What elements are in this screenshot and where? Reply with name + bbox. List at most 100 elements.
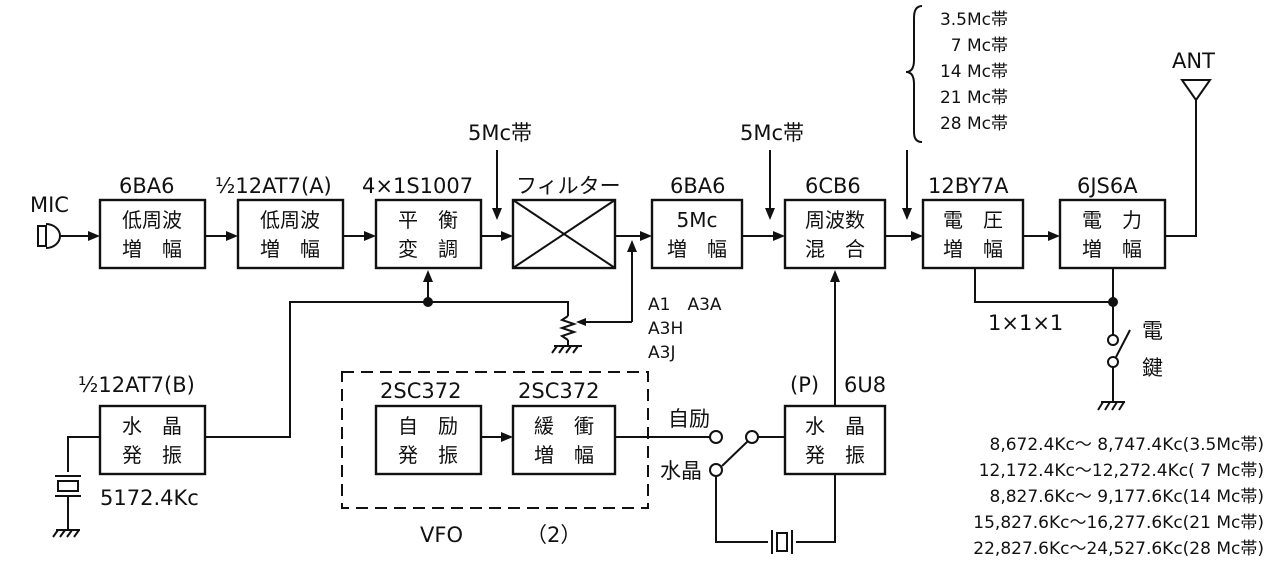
- stage-label: 増 幅: [260, 237, 320, 261]
- driver-block: [921, 198, 1025, 270]
- stage-label: 低周波: [260, 208, 320, 232]
- arrow: [911, 231, 923, 241]
- stage-tube-label: 12BY7A: [928, 174, 1009, 198]
- mode-label: A1 A3A: [648, 295, 722, 315]
- ground-icon: [1097, 401, 1125, 411]
- switch-icon: [721, 440, 749, 467]
- final-amp-block: [1058, 198, 1167, 270]
- vfo-label: VFO: [420, 523, 463, 547]
- carrier-osc-block: [98, 404, 207, 476]
- mode-label: A3J: [648, 343, 675, 363]
- stage-label: 5Mc: [677, 208, 718, 232]
- key-label: 鍵: [1142, 356, 1163, 380]
- switch-label-self: 自励: [668, 407, 710, 431]
- stage-label: 増 幅: [1082, 237, 1142, 261]
- stage-label: 発 振: [398, 443, 458, 467]
- crystal-osc-block: [783, 404, 887, 476]
- stage-label: 水 晶: [805, 414, 865, 438]
- band-item: 7 Mc帯: [951, 36, 1008, 56]
- figure-number: （2）: [526, 523, 581, 547]
- arrow: [640, 231, 652, 241]
- band-item: 14 Mc帯: [940, 62, 1008, 82]
- balanced-modulator-block: [374, 198, 483, 270]
- crystal-icon: [771, 530, 793, 554]
- arrow: [226, 231, 238, 241]
- key-icon: [1115, 329, 1131, 358]
- arrow: [492, 208, 502, 220]
- wire: [715, 476, 768, 543]
- stage-label: 周波数: [805, 208, 865, 232]
- band-item: 28 Mc帯: [940, 114, 1008, 134]
- key-label: 電: [1142, 319, 1163, 343]
- frequency-row: 8,672.4Kc～ 8,747.4Kc(3.5Mc帯): [990, 435, 1264, 455]
- af-amp-2-block: [236, 198, 345, 270]
- arrow: [423, 270, 433, 282]
- wire: [67, 436, 100, 472]
- stage-tube-label: ½12AT7(B): [78, 373, 195, 397]
- wire: [796, 474, 836, 543]
- stage-label: 増 幅: [943, 237, 1003, 261]
- crystal-frequency: 5172.4Kc: [100, 486, 199, 510]
- crystal-icon: [55, 475, 81, 497]
- frequency-row: 15,827.6Kc～16,277.6Kc(21 Mc帯): [973, 513, 1264, 533]
- filter-cross: [512, 199, 616, 269]
- mode-label: A3H: [648, 319, 683, 339]
- cathode-label: 1×1×1: [988, 311, 1063, 335]
- signal-label: 5Mc帯: [468, 121, 532, 145]
- stage-label: 増 幅: [534, 443, 594, 467]
- stage-tube-label: 6BA6: [670, 174, 726, 198]
- arrow: [576, 318, 586, 326]
- switch-contact: [709, 463, 723, 477]
- wire: [1165, 96, 1197, 237]
- stage-tube-label: 2SC372: [380, 379, 461, 403]
- stage-label: 水 晶: [122, 414, 182, 438]
- stage-tube-label: 6U8: [844, 373, 886, 397]
- vfo-enclosure: [341, 371, 649, 509]
- arrow: [501, 231, 513, 241]
- if-amp-block: [650, 198, 744, 270]
- arrow: [765, 208, 775, 220]
- antenna-icon: [1180, 79, 1212, 102]
- wire: [205, 301, 428, 438]
- stage-tube-label: ½12AT7(A): [215, 174, 332, 198]
- stage-tube-label: 4×1S1007: [362, 174, 473, 198]
- stage-tube-label: 6BA6: [119, 174, 175, 198]
- vfo-osc-block: [374, 404, 483, 476]
- key-contact: [1107, 356, 1119, 368]
- stage-label: 平 衡: [398, 208, 458, 232]
- junction-dot: [1108, 297, 1118, 307]
- band-brace: [905, 5, 923, 143]
- stage-tube-label: 2SC372: [518, 379, 599, 403]
- antenna-label: ANT: [1172, 49, 1215, 73]
- vfo-buffer-block: [511, 404, 617, 476]
- arrow: [627, 240, 637, 252]
- arrow: [773, 231, 785, 241]
- stage-label: 自 励: [398, 414, 458, 438]
- frequency-row: 8,827.6Kc～ 9,177.6Kc(14 Mc帯): [990, 487, 1264, 507]
- potentiometer-icon: [551, 315, 582, 354]
- stage-label: 変 調: [398, 237, 458, 261]
- frequency-row: 12,172.4Kc～12,272.4Kc( 7 Mc帯): [979, 461, 1264, 481]
- stage-label: 低周波: [122, 208, 182, 232]
- stage-label: 緩 衝: [534, 414, 594, 438]
- af-amp-1-block: [98, 198, 207, 270]
- ground-icon: [52, 529, 80, 538]
- arrow: [1048, 231, 1060, 241]
- stage-label: 増 幅: [122, 237, 182, 261]
- arrow: [501, 432, 513, 442]
- arrow: [88, 231, 100, 241]
- arrow: [830, 270, 840, 282]
- key-contact: [1107, 334, 1119, 346]
- wire: [428, 301, 569, 316]
- mixer-block: [783, 198, 887, 270]
- wire: [974, 268, 1113, 303]
- stage-tube-label: フィルター: [516, 174, 621, 198]
- switch-pivot: [745, 430, 759, 444]
- band-item: 3.5Mc帯: [940, 10, 1008, 30]
- stage-tube-label: 6CB6: [805, 174, 861, 198]
- stage-label: 増 幅: [667, 237, 727, 261]
- signal-label: 5Mc帯: [740, 121, 804, 145]
- stage-label: 電 力: [1082, 208, 1142, 232]
- arrow: [364, 231, 376, 241]
